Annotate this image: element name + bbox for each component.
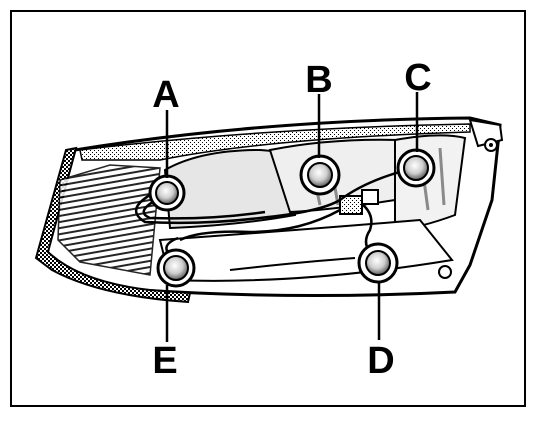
- callout-label-e: E: [152, 340, 177, 382]
- leader-lines: [165, 92, 419, 342]
- headlamp-housing: [34, 116, 504, 304]
- figure-border: [10, 10, 526, 407]
- bulb-socket-a: [148, 174, 186, 212]
- callout-label-c: C: [404, 57, 431, 99]
- bulb-socket-e: [156, 248, 196, 288]
- callout-label-b: B: [305, 59, 332, 101]
- callout-label-d: D: [367, 340, 394, 382]
- bulb-socket-c: [396, 148, 436, 188]
- callout-label-a: A: [152, 74, 179, 116]
- bulb-socket-d: [357, 242, 399, 284]
- bulb-socket-b: [299, 154, 341, 196]
